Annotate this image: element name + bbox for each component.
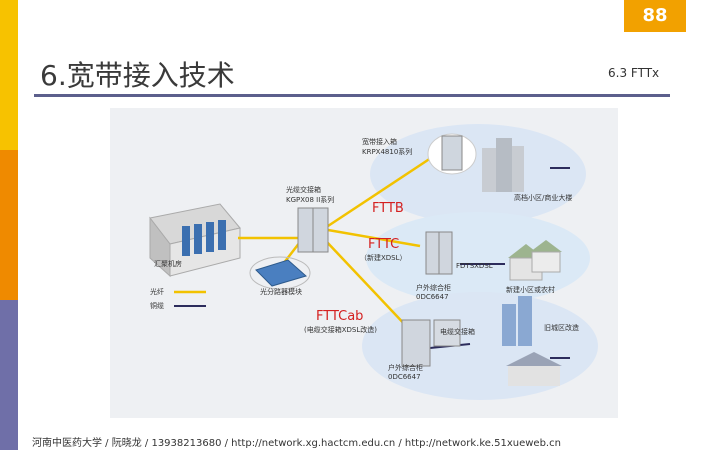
title-rule: [34, 94, 670, 97]
label-cross-cabinet: 光缆交接箱: [286, 185, 321, 194]
cross-cabinet-icon: [297, 207, 329, 253]
fttx-diagram-svg: 宽带接入箱 KRPX4810系列 高档小区/商业大楼 光缆交接箱 KGPX08 …: [149, 124, 598, 400]
slide-subtitle: 6.3 FTTx: [608, 66, 660, 80]
label-copper-box: 电缆交接箱: [440, 327, 475, 336]
slide-title: 6.宽带接入技术: [40, 59, 235, 92]
label-broadband-series: KRPX4810系列: [362, 147, 412, 156]
label-cross-series: KGPX08 II系列: [286, 195, 334, 204]
cloud-fttb: [370, 124, 586, 224]
legend: 光纤 铜缆: [150, 287, 206, 310]
label-outdoor-2-model: 0DC6647: [388, 373, 421, 381]
splitter-icon: [249, 256, 311, 290]
label-high-rise: 高档小区/商业大楼: [514, 193, 572, 202]
cloud-fttc: [366, 212, 590, 304]
high-rise-icon: [482, 138, 524, 192]
accent-bar-yellow: [0, 0, 18, 150]
accent-bar-purple: [0, 300, 18, 450]
central-office-icon: [149, 203, 241, 278]
old-area-icon: [502, 296, 562, 386]
label-outdoor-1: 户外综合柜: [416, 283, 451, 292]
slide-footer: 河南中医药大学 / 阮晓龙 / 13938213680 / http://net…: [32, 438, 561, 449]
label-central-office: 汇聚机房: [154, 259, 182, 268]
label-fttb: FTTB: [372, 201, 404, 216]
broadband-access-box-icon: [427, 133, 477, 175]
label-outdoor-2: 户外综合柜: [388, 363, 423, 372]
village-icon: [508, 240, 562, 281]
legend-copper-label: 铜缆: [150, 301, 164, 310]
label-old-area: 旧城区改造: [544, 323, 579, 332]
label-fttc: FTTC: [368, 237, 399, 252]
fttx-diagram: 宽带接入箱 KRPX4810系列 高档小区/商业大楼 光缆交接箱 KGPX08 …: [110, 108, 618, 418]
copper-cross-box-icon: [401, 319, 461, 367]
label-fttcab-sub: (电缆交接箱XDSL改造): [304, 325, 377, 334]
accent-bar-orange: [0, 150, 18, 300]
label-new-village: 新建小区或农村: [506, 285, 555, 294]
label-broadband-access: 宽带接入箱: [362, 137, 397, 146]
page-number: 88: [624, 0, 686, 32]
fdts-cabinet-icon: [425, 231, 453, 275]
legend-fiber-label: 光纤: [150, 287, 164, 296]
label-fttc-sub: （新建XDSL）: [360, 253, 407, 262]
fiber-lines: [238, 150, 441, 331]
label-fttcab: FTTCab: [316, 309, 363, 324]
label-fdts: FDTSXDSL: [456, 262, 493, 270]
cloud-fttcab: [362, 292, 598, 400]
label-outdoor-1-model: 0DC6647: [416, 293, 449, 301]
label-splitter: 光分路器模块: [260, 287, 302, 296]
